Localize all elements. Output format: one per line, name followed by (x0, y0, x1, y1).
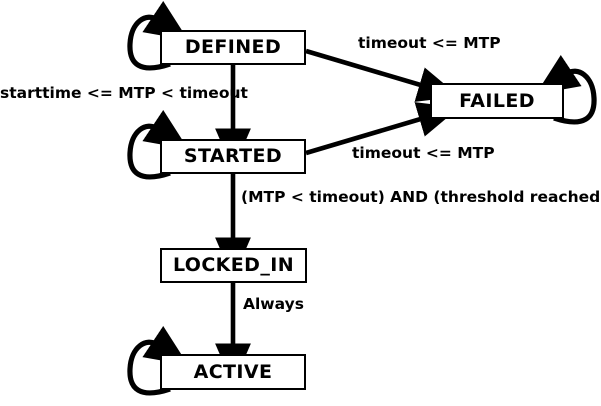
state-node-active[interactable]: ACTIVE (160, 354, 306, 390)
edge-active-self-loop (127, 325, 189, 396)
edge-label-defined-to-started: starttime <= MTP < timeout (0, 84, 248, 102)
state-label-active: ACTIVE (193, 360, 273, 383)
state-node-defined[interactable]: DEFINED (160, 30, 306, 65)
edge-started-self-loop (127, 109, 189, 180)
state-node-failed[interactable]: FAILED (430, 83, 564, 119)
edge-defined-self-loop (127, 0, 189, 71)
state-node-started[interactable]: STARTED (160, 139, 306, 174)
edge-label-started-to-locked-in: (MTP < timeout) AND (threshold reached) (241, 188, 601, 206)
state-label-failed: FAILED (459, 89, 535, 112)
state-label-locked-in: LOCKED_IN (172, 254, 295, 276)
edge-label-locked-in-to-active: Always (243, 295, 304, 313)
edge-label-started-to-failed: timeout <= MTP (352, 144, 495, 162)
edge-failed-self-loop (535, 54, 597, 125)
edge-defined-to-failed (305, 48, 460, 102)
edge-started-to-failed (305, 102, 460, 156)
state-node-locked-in[interactable]: LOCKED_IN (160, 248, 307, 283)
state-label-defined: DEFINED (184, 36, 282, 58)
state-label-started: STARTED (183, 145, 283, 167)
edge-label-defined-to-failed: timeout <= MTP (358, 34, 501, 52)
